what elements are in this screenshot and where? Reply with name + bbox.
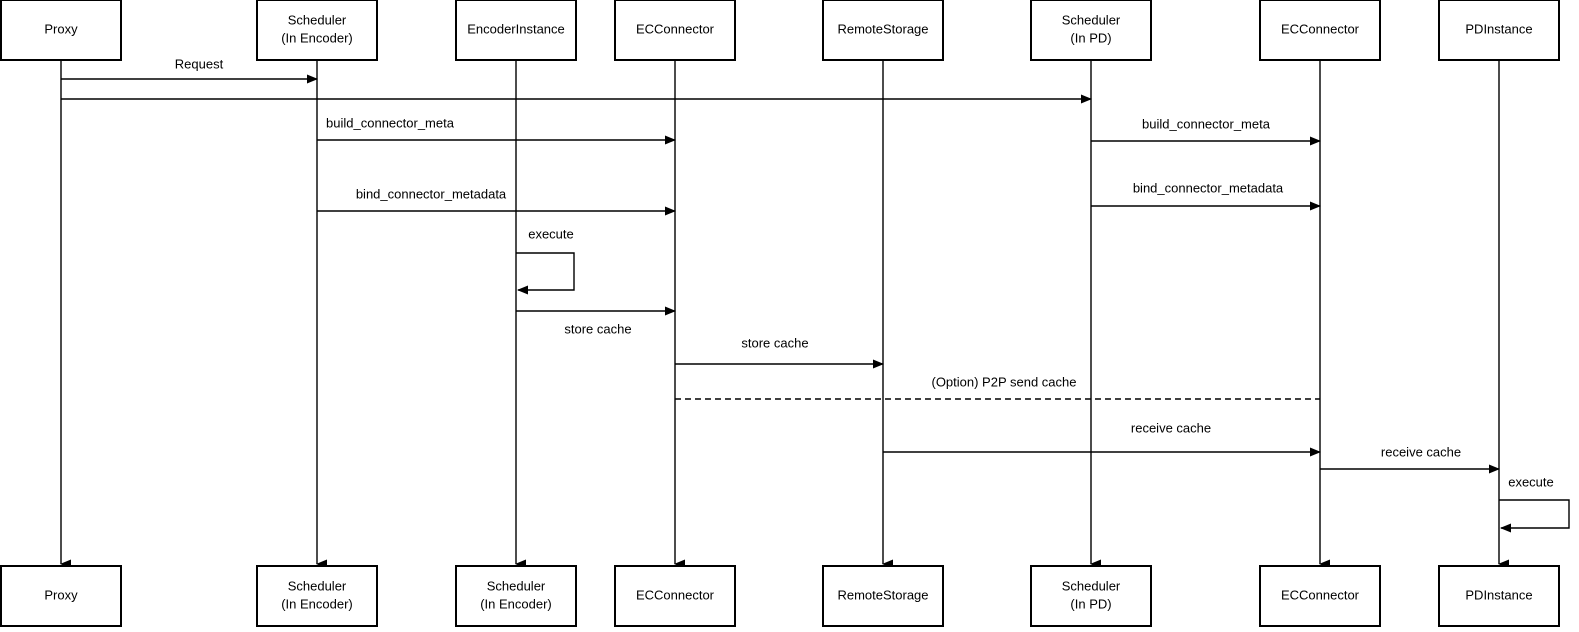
participant-box-bottom-sched_pd: Scheduler (In PD) [1030, 565, 1152, 627]
participant-label-line1: Scheduler [1062, 12, 1121, 27]
participant-label-line1: EncoderInstance [467, 21, 565, 36]
participant-label-line1: Scheduler [288, 12, 347, 27]
message-label: (Option) P2P send cache [931, 374, 1076, 389]
participant-box-top-sched_pd: Scheduler (In PD) [1030, 0, 1152, 61]
participant-label-line1: ECConnector [636, 21, 715, 36]
participant-box-rect [1030, 565, 1152, 627]
top-participant-boxes: Proxy Scheduler (In Encoder) EncoderInstanc… [0, 0, 1560, 61]
participant-label-line1: Scheduler [487, 578, 546, 593]
message-label: bind_connector_metadata [356, 186, 507, 201]
message-m5: bind_connector_metadata [317, 186, 676, 216]
message-m11: receive cache [1320, 444, 1500, 474]
participant-box-top-proxy: Proxy [0, 0, 122, 61]
message-label: store cache [564, 321, 631, 336]
participant-box-rect [1438, 565, 1560, 627]
self-message-loop [516, 252, 575, 295]
self-message-label: execute [1508, 474, 1554, 489]
participant-label-line2: (In Encoder) [281, 30, 353, 45]
participant-box-bottom-pd_inst: PDInstance [1438, 565, 1560, 627]
participant-label-line1: PDInstance [1465, 587, 1532, 602]
message-m8: store cache [675, 335, 884, 369]
participant-box-top-remote_store: RemoteStorage [822, 0, 944, 61]
participant-label-line1: ECConnector [1281, 587, 1360, 602]
bottom-participant-boxes: Proxy Scheduler (In Encoder) Scheduler (In E… [0, 565, 1560, 627]
message-m7: store cache [516, 306, 676, 336]
participant-box-top-ecconn_left: ECConnector [614, 0, 736, 61]
participant-box-bottom-enc_inst: Scheduler (In Encoder) [455, 565, 577, 627]
participant-box-rect [0, 565, 122, 627]
participant-box-bottom-ecconn_right: ECConnector [1259, 565, 1381, 627]
self-message-s1: execute [516, 226, 575, 295]
participant-box-rect [1438, 0, 1560, 61]
participant-label-line1: Proxy [44, 21, 78, 36]
message-label: build_connector_meta [326, 115, 455, 130]
participant-box-bottom-ecconn_left: ECConnector [614, 565, 736, 627]
message-m9: (Option) P2P send cache [675, 374, 1320, 400]
participant-box-rect [614, 0, 736, 61]
participant-label-line2: (In PD) [1070, 30, 1111, 45]
participant-box-rect [1259, 0, 1381, 61]
message-label: build_connector_meta [1142, 116, 1271, 131]
participant-label-line1: RemoteStorage [837, 587, 928, 602]
message-label: Request [175, 56, 224, 71]
participant-label-line1: Proxy [44, 587, 78, 602]
participant-box-top-pd_inst: PDInstance [1438, 0, 1560, 61]
participant-box-rect [614, 565, 736, 627]
participant-label-line1: Scheduler [288, 578, 347, 593]
participant-label-line1: PDInstance [1465, 21, 1532, 36]
participant-label-line2: (In Encoder) [281, 596, 353, 611]
participant-box-rect [0, 0, 122, 61]
message-m1: Request [61, 56, 318, 84]
participant-box-rect [822, 565, 944, 627]
participant-box-bottom-sched_enc: Scheduler (In Encoder) [256, 565, 378, 627]
participant-box-rect [455, 565, 577, 627]
self-message-loop [1499, 499, 1570, 533]
self-message-label: execute [528, 226, 574, 241]
message-label: store cache [741, 335, 808, 350]
self-message-s2: execute [1499, 474, 1570, 533]
participant-box-rect [455, 0, 577, 61]
lifelines-layer [60, 60, 1509, 569]
message-m10: receive cache [883, 420, 1321, 457]
participant-box-rect [822, 0, 944, 61]
participant-box-top-sched_enc: Scheduler (In Encoder) [256, 0, 378, 61]
self-messages-layer: execute execute [516, 226, 1570, 533]
participant-box-top-enc_inst: EncoderInstance [455, 0, 577, 61]
participant-label-line1: ECConnector [1281, 21, 1360, 36]
message-m4: build_connector_meta [1091, 116, 1321, 146]
message-label: receive cache [1131, 420, 1211, 435]
participant-box-rect [1259, 565, 1381, 627]
participant-box-rect [1030, 0, 1152, 61]
message-m3: build_connector_meta [317, 115, 676, 145]
participant-box-top-ecconn_right: ECConnector [1259, 0, 1381, 61]
participant-box-rect [256, 0, 378, 61]
message-m6: bind_connector_metadata [1091, 180, 1321, 211]
participant-box-bottom-remote_store: RemoteStorage [822, 565, 944, 627]
participant-box-bottom-proxy: Proxy [0, 565, 122, 627]
participant-label-line1: ECConnector [636, 587, 715, 602]
participant-label-line1: Scheduler [1062, 578, 1121, 593]
message-label: receive cache [1381, 444, 1461, 459]
message-label: bind_connector_metadata [1133, 180, 1284, 195]
messages-layer: Request build_connector_meta build_connect… [61, 56, 1500, 474]
participant-label-line1: RemoteStorage [837, 21, 928, 36]
participant-label-line2: (In PD) [1070, 596, 1111, 611]
participant-box-rect [256, 565, 378, 627]
participant-label-line2: (In Encoder) [480, 596, 552, 611]
